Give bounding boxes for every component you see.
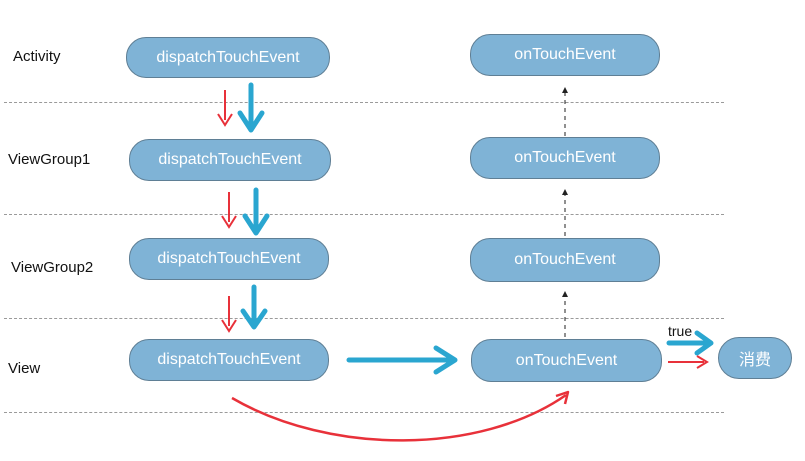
red-down-arrow-3 [221,296,237,333]
ontouch-node-viewgroup1: onTouchEvent [470,137,660,179]
red-down-arrow-2 [221,192,237,229]
ontouch-node-activity: onTouchEvent [470,34,660,76]
dashed-up-arrow-3 [562,291,568,337]
dispatch-node-view: dispatchTouchEvent [129,339,329,381]
row-label-viewgroup2: ViewGroup2 [11,259,94,276]
divider-3 [4,318,724,319]
ontouch-node-view: onTouchEvent [471,339,662,382]
dispatch-node-viewgroup1: dispatchTouchEvent [129,139,331,181]
red-curved-arrow [231,390,570,442]
dispatch-node-activity: dispatchTouchEvent [126,37,330,78]
divider-2 [4,214,724,215]
blue-down-arrow-3 [240,284,268,330]
blue-down-arrow-1 [237,82,265,133]
true-label: true [668,323,693,339]
row-label-activity: Activity [13,48,61,65]
dashed-up-arrow-1 [562,87,568,136]
row-label-viewgroup1: ViewGroup1 [8,151,91,168]
row-label-view: View [8,360,41,377]
red-arrow-consume [668,355,709,369]
blue-down-arrow-2 [242,187,270,236]
divider-4 [4,412,724,413]
ontouch-node-viewgroup2: onTouchEvent [470,238,660,282]
blue-right-arrow-view [346,345,458,375]
dispatch-node-viewgroup2: dispatchTouchEvent [129,238,329,280]
blue-arrow-consume [666,330,714,356]
consume-node: 消费 [718,337,792,379]
divider-1 [4,102,724,103]
dashed-up-arrow-2 [562,189,568,236]
red-down-arrow-1 [217,90,233,127]
